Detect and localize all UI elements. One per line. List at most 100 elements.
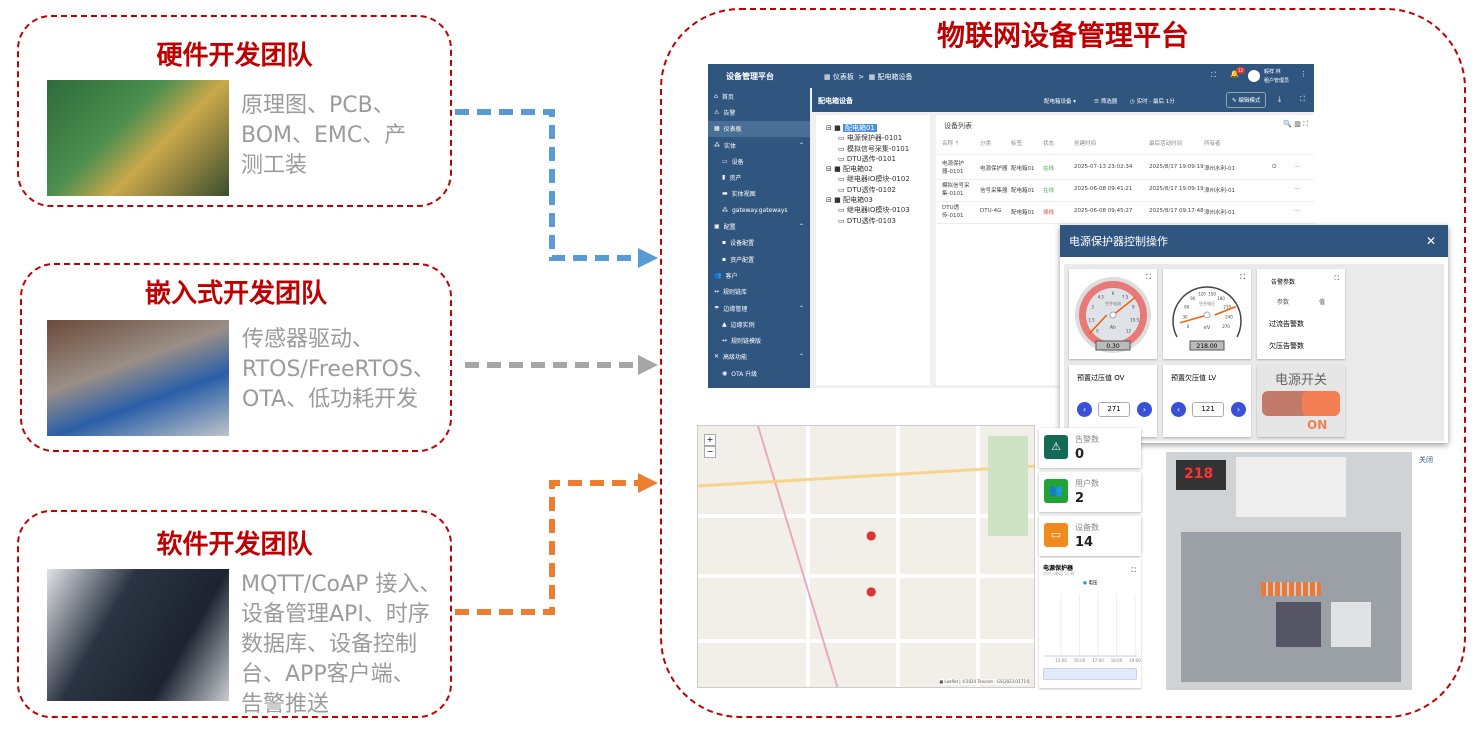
software-team-box: 软件开发团队 MQTT/CoAP 接入、设备管理API、时序数据库、设备控制台、…	[17, 510, 452, 718]
tree-node-label: 配电箱01	[842, 124, 877, 132]
fullscreen-icon[interactable]: ⛶	[1240, 273, 1245, 281]
map-widget[interactable]: + − ● ● ■ Leaflet | ©2024 Tencent - GS(2…	[697, 425, 1035, 688]
decrement-button[interactable]: ‹	[1077, 402, 1092, 417]
ov-input[interactable]: 271	[1098, 402, 1130, 417]
table-tools[interactable]: 🔍 ▥ ⛶	[1283, 120, 1308, 128]
sidebar-item[interactable]: ☂边缘管理⌃	[708, 300, 810, 316]
sidebar-icon: ▬	[722, 190, 728, 198]
sidebar-item[interactable]: ▭设备	[708, 153, 810, 169]
zoom-in-button[interactable]: +	[704, 434, 716, 446]
tree-node-label: 配电箱02	[842, 165, 873, 174]
gauge-tick: 4.5	[1098, 295, 1105, 300]
sidebar-item[interactable]: ▪资产配置	[708, 251, 810, 267]
lv-input[interactable]: 121	[1192, 402, 1224, 417]
sidebar-item-label: 设备	[731, 158, 744, 166]
column-header[interactable]: 最后活动时间	[1149, 141, 1183, 147]
close-icon[interactable]: ✕	[1425, 234, 1436, 248]
more-icon[interactable]: ⋯	[1294, 186, 1300, 192]
decrement-button[interactable]: ‹	[1171, 402, 1186, 417]
tree-node[interactable]: ▭ DTU透传-0103	[826, 216, 930, 226]
column-header[interactable]: 所有者	[1204, 141, 1221, 147]
sidebar-item[interactable]: ⌂首页	[708, 88, 810, 104]
gauge-tick: 1.5	[1088, 317, 1095, 322]
power-icon[interactable]: ⏻	[1272, 164, 1277, 170]
chevron-up-icon[interactable]: ⌃	[798, 353, 804, 361]
more-icon[interactable]: ⋮	[1300, 70, 1307, 78]
fullscreen-icon[interactable]: ⛶	[1146, 273, 1151, 281]
state-select[interactable]: 配电箱设备 ▾	[1044, 99, 1077, 105]
column-header[interactable]: 状态	[1043, 141, 1055, 147]
download-icon[interactable]: ⤓	[1278, 95, 1282, 103]
tree-node[interactable]: ▭ 继电器IO模块-0103	[826, 205, 930, 215]
tree-node[interactable]: ⊟ ■ 配电箱02	[826, 164, 930, 174]
breadcrumb-dashboard[interactable]: 仪表板	[832, 73, 854, 81]
tree-node[interactable]: ⊟ ■ 配电箱01	[826, 123, 930, 133]
tree-node[interactable]: ▭ 电源保护器-0101	[826, 133, 930, 143]
tree-node[interactable]: ⊟ ■ 配电箱03	[826, 195, 930, 205]
sidebar-item[interactable]: ▦仪表板	[708, 120, 810, 137]
desc-line: OTA、低功耗开发	[242, 387, 419, 412]
sidebar-item-label: 规则链模版	[731, 338, 762, 346]
avatar[interactable]	[1248, 70, 1260, 82]
gauge-value-box	[1189, 340, 1225, 351]
cell-last: 2025/8/17 19:09:19	[1149, 164, 1204, 170]
column-header[interactable]: 标签	[1011, 141, 1023, 147]
chevron-up-icon[interactable]: ⌃	[798, 223, 804, 231]
sidebar-item-label: gateway.gateways	[732, 206, 788, 214]
stat-value: 14	[1075, 535, 1094, 550]
stat-icon: 👥	[1044, 479, 1068, 503]
sidebar-item[interactable]: ▲边缘实例	[708, 316, 810, 332]
sidebar-item[interactable]: ▮资产	[708, 169, 810, 185]
map-pin-icon[interactable]: ●	[866, 584, 877, 598]
map-pin-icon[interactable]: ●	[866, 528, 877, 542]
column-header[interactable]: 分类	[980, 141, 992, 147]
chevron-up-icon[interactable]: ⌃	[798, 141, 804, 149]
sidebar-icon: ▲	[722, 320, 727, 328]
tree-node-label: 继电器IO模块-0102	[846, 175, 910, 184]
device-icon: ▭	[838, 154, 845, 163]
more-icon[interactable]: ⋯	[1294, 164, 1300, 170]
column-header[interactable]: 名称 ↑	[942, 141, 960, 147]
fullscreen-icon[interactable]: ⛶	[1211, 71, 1216, 79]
tree-node[interactable]: ▭ DTU透传-0102	[826, 185, 930, 195]
fullscreen-icon[interactable]: ⛶	[1334, 275, 1339, 282]
sidebar-item[interactable]: 👥客户	[708, 267, 810, 283]
tree-node[interactable]: ▭ DTU透传-0101	[826, 154, 930, 164]
sidebar-item[interactable]: ◉OTA 升级	[708, 365, 810, 381]
filter-button[interactable]: ☰ 筛选器	[1094, 99, 1118, 105]
zoom-out-button[interactable]: −	[704, 446, 716, 458]
sidebar-item[interactable]: ▣配置⌃	[708, 218, 810, 234]
close-link[interactable]: 关闭	[1419, 456, 1433, 464]
increment-button[interactable]: ›	[1137, 402, 1152, 417]
tree-node-label: DTU透传-0102	[846, 185, 896, 194]
sidebar-item[interactable]: ↔规则链模版	[708, 332, 810, 348]
fullscreen-icon[interactable]: ⛶	[1132, 567, 1137, 574]
chevron-up-icon[interactable]: ⌃	[798, 304, 804, 312]
edit-mode-button[interactable]: ✎ 编辑模式	[1226, 92, 1267, 108]
fullscreen-icon[interactable]: ⛶	[1300, 95, 1305, 103]
power-toggle[interactable]	[1262, 391, 1340, 416]
sidebar-item[interactable]: ↔规则链库	[708, 284, 810, 300]
gauge-value-box	[1095, 340, 1131, 351]
sidebar-icon: ⁂	[722, 206, 728, 214]
column-header[interactable]: 创建时间	[1074, 141, 1097, 147]
alarm-params-card: 告警参数 ⛶ 参数 值 过流告警数 欠压告警数	[1257, 269, 1345, 359]
tree-node[interactable]: ▭ 模拟信号采集-0101	[826, 144, 930, 154]
sidebar-item[interactable]: ✕高级功能⌃	[708, 349, 810, 365]
timewindow-button[interactable]: ◷ 实时 - 最后 1分	[1130, 99, 1175, 105]
desc-line: 设备管理API、时序	[241, 602, 430, 627]
chart-range-slider[interactable]	[1043, 668, 1137, 680]
increment-button[interactable]: ›	[1231, 402, 1246, 417]
more-icon[interactable]: ⋯	[1294, 208, 1300, 214]
sidebar-item[interactable]: ▬实体视图	[708, 186, 810, 202]
sidebar-item[interactable]: ⚠告警	[708, 104, 810, 120]
sidebar-item[interactable]: ⁂ gateway.gateways	[708, 202, 810, 218]
table-header: 名称 ↑ 分类 标签 状态 创建时间 最后活动时间 所有者	[936, 134, 1314, 155]
tree-node[interactable]: ▭ 继电器IO模块-0102	[826, 174, 930, 184]
bell-icon[interactable]: 🔔	[1230, 70, 1239, 78]
sidebar-item[interactable]: ▪设备配置	[708, 235, 810, 251]
sidebar-item[interactable]: ⁂实体⌃	[708, 137, 810, 153]
